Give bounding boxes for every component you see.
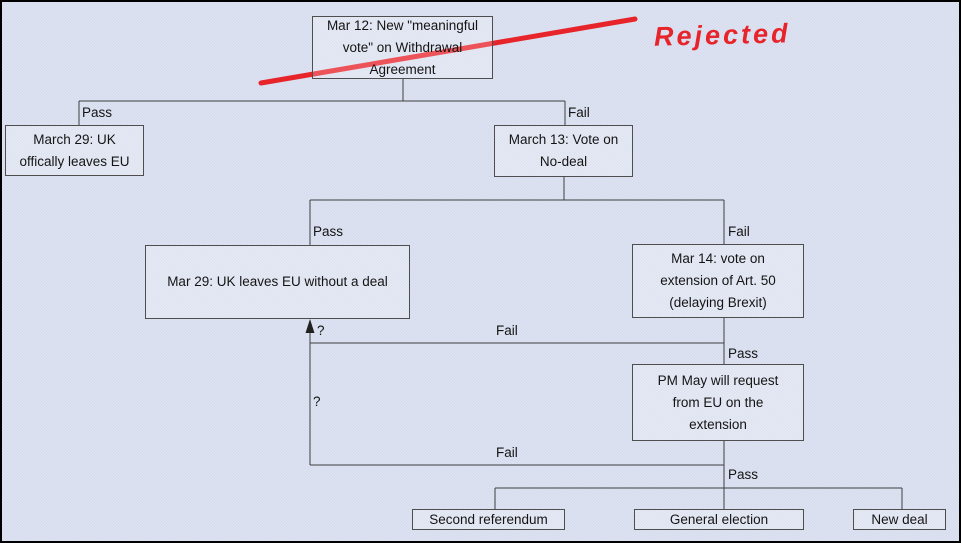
node-uk-leaves-eu: March 29: UK offically leaves EU [5, 125, 144, 176]
edge-label-fail-4: Fail [496, 445, 518, 460]
edge-label-question-lower: ? [313, 394, 321, 409]
node-no-deal-exit: Mar 29: UK leaves EU without a deal [145, 245, 410, 319]
return-arrowhead [305, 319, 315, 333]
node-no-deal-vote: March 13: Vote on No-deal [494, 125, 633, 177]
edge-label-pass-3: Pass [728, 346, 759, 361]
node-second-referendum: Second referendum [412, 509, 565, 530]
edge-label-question-upper: ? [317, 323, 325, 338]
edge-label-fail-3: Fail [496, 323, 518, 338]
rejected-annotation: Rejected [653, 18, 791, 52]
edge-label-pass-1: Pass [82, 105, 113, 120]
node-pm-may-request: PM May will request from EU on the exten… [632, 364, 804, 441]
node-new-deal: New deal [853, 509, 946, 530]
node-general-election: General election [634, 509, 804, 530]
rejected-strike-line [258, 16, 638, 86]
edge-label-fail-2: Fail [728, 224, 750, 239]
node-art50-extension: Mar 14: vote on extension of Art. 50 (de… [632, 244, 804, 318]
edge-label-pass-4: Pass [728, 467, 759, 482]
edge-label-fail-1: Fail [568, 105, 590, 120]
node-meaningful-vote: Mar 12: New "meaningful vote" on Withdra… [312, 16, 493, 79]
edge-label-pass-2: Pass [313, 224, 344, 239]
